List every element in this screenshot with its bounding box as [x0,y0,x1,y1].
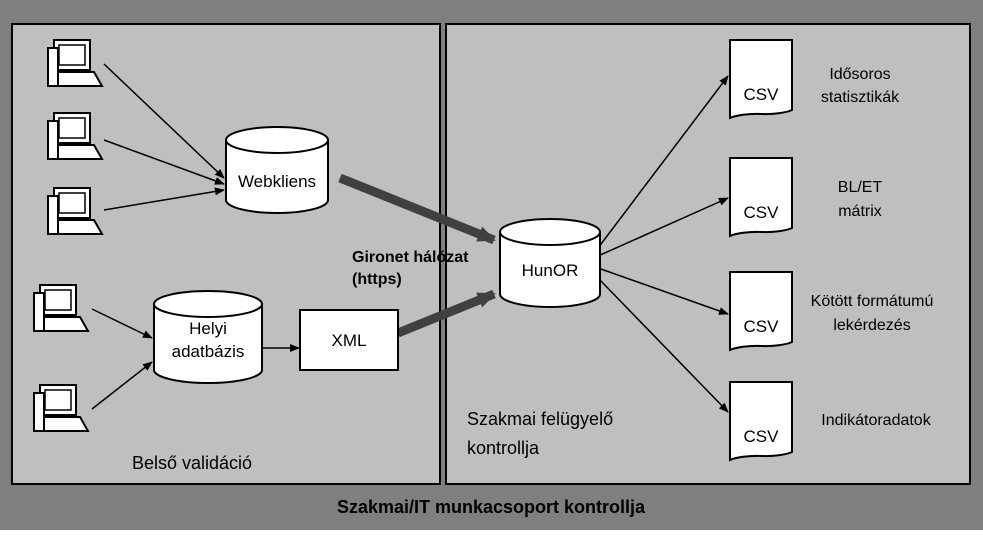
output-label-line2: lekérdezés [833,317,910,334]
xml-label: XML [332,331,367,350]
network-label-line2: (https) [352,271,402,288]
local-database-label-line1: Helyi [189,319,227,338]
internal-validation-panel [11,23,441,485]
xml-box [299,309,399,371]
csv-label: CSV [744,317,780,336]
professional-control-caption-line1: Szakmai felügyelő [467,409,613,429]
webkliens-database-icon [225,126,329,214]
internal-validation-caption: Belső validáció [132,453,252,473]
footer-caption: Szakmai/IT munkacsoport kontrollja [337,497,646,517]
output-label-line1: BL/ET [838,179,883,196]
local-database-label-line2: adatbázis [172,342,245,361]
hunor-label: HunOR [522,261,579,280]
local-database-icon [153,290,263,384]
csv-label: CSV [744,203,780,222]
csv-document-icon [729,157,793,238]
professional-control-caption-line2: kontrollja [467,438,540,458]
network-arrows [338,173,496,338]
csv-document-icon [729,39,793,120]
output-label-line1: Indikátoradatok [821,412,931,429]
output-label-line1: Idősoros [829,66,890,83]
network-label-line1: Gironet hálózat [352,249,469,266]
output-label-line2: statisztikák [821,89,900,106]
csv-document-icon [729,381,793,462]
output-label-line2: mátrix [838,203,882,220]
webkliens-label: Webkliens [238,172,316,191]
output-label-line1: Kötött formátumú [811,293,934,310]
hunor-database-icon [499,218,601,308]
csv-label: CSV [744,85,780,104]
connector-arrows [91,63,729,413]
csv-document-icon [729,271,793,352]
csv-label: CSV [744,427,780,446]
